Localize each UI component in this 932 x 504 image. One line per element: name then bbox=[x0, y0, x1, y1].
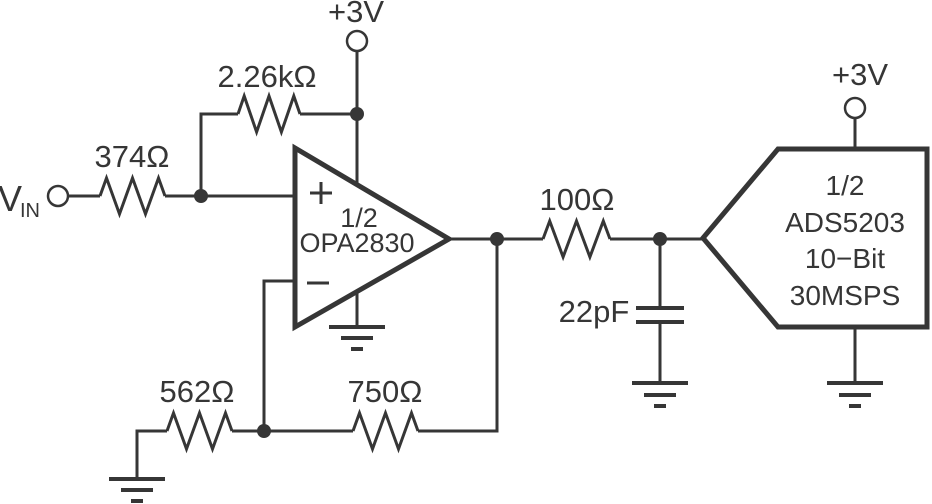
junction-dot bbox=[194, 189, 208, 203]
wire bbox=[262, 279, 295, 431]
junction-dot bbox=[653, 232, 667, 246]
wire bbox=[199, 112, 238, 196]
ground-562 bbox=[109, 477, 165, 503]
adc-half-label: 1/2 bbox=[826, 170, 865, 201]
ground-opamp bbox=[329, 325, 385, 351]
resistor-2.26k-label: 2.26kΩ bbox=[217, 59, 316, 94]
resistor-374-symbol bbox=[98, 173, 167, 219]
adc-rate-label: 30MSPS bbox=[790, 280, 901, 311]
opamp-supply-terminal bbox=[345, 29, 369, 53]
opamp-supply-label: +3V bbox=[328, 0, 384, 29]
opamp-symbol: 1/2 OPA2830 bbox=[292, 143, 454, 332]
resistor-100-symbol bbox=[541, 216, 612, 262]
ground-adc bbox=[827, 381, 883, 408]
resistor-2.26k-symbol bbox=[236, 91, 302, 137]
opamp-triangle bbox=[292, 143, 454, 332]
opamp-half-label: 1/2 bbox=[340, 203, 378, 233]
adc-resolution-label: 10−Bit bbox=[805, 243, 885, 274]
vin-label: V bbox=[0, 178, 22, 219]
resistor-100-label: 100Ω bbox=[540, 182, 615, 217]
wire bbox=[135, 429, 167, 479]
resistor-750-label: 750Ω bbox=[348, 374, 423, 409]
resistor-374-label: 374Ω bbox=[95, 139, 170, 174]
junction-dot bbox=[490, 232, 504, 246]
vin-terminal bbox=[46, 184, 70, 208]
adc-supply-label: +3V bbox=[832, 57, 888, 92]
resistor-562-symbol bbox=[165, 408, 234, 454]
junction-dot bbox=[350, 107, 364, 121]
plus-input-symbol bbox=[310, 182, 332, 204]
opamp-part-label: OPA2830 bbox=[299, 228, 414, 258]
wire bbox=[418, 239, 499, 433]
junction-dot bbox=[257, 424, 271, 438]
ground-capacitor bbox=[632, 381, 688, 408]
resistor-562-label: 562Ω bbox=[160, 374, 235, 409]
adc-symbol: 1/2 ADS5203 10−Bit 30MSPS bbox=[699, 146, 930, 330]
adc-outline bbox=[699, 146, 930, 330]
resistor-750-symbol bbox=[351, 408, 420, 454]
capacitor-22pF-label: 22pF bbox=[559, 294, 630, 329]
capacitor-22pF-symbol bbox=[636, 306, 684, 324]
adc-supply-terminal bbox=[843, 96, 867, 120]
vin-subscript-label: IN bbox=[20, 200, 40, 222]
adc-part-label: ADS5203 bbox=[785, 207, 905, 238]
